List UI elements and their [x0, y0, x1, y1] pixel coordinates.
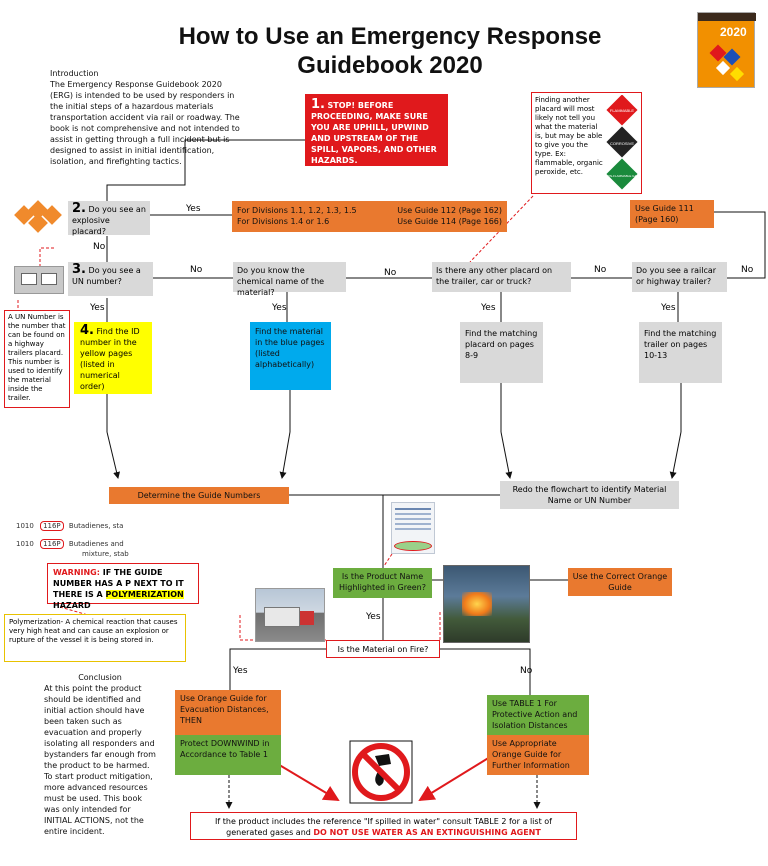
step1-text: STOP! BEFORE PROCEEDING, MAKE SURE YOU A…	[311, 101, 437, 165]
yes-label: Yes	[661, 303, 676, 313]
placard-note-text: Finding another placard will most likely…	[535, 96, 603, 176]
truck-accident-photo	[255, 588, 325, 642]
warning-text-1: IF THE GUIDE NUMBER HAS A P NEXT TO IT T…	[53, 568, 184, 599]
redo-flowchart-box: Redo the flowchart to identify Material …	[500, 481, 679, 509]
warning-text-2: HAZARD	[53, 601, 91, 610]
explosive-placard-icon	[14, 200, 62, 233]
title-line-1: How to Use an Emergency Response	[178, 23, 602, 50]
snippet-name-line2: mixture, stab	[82, 550, 129, 558]
guide-111-box: Use Guide 111 (Page 160)	[630, 200, 714, 228]
conclusion: Conclusion At this point the product sho…	[44, 672, 156, 837]
water-text: If the product includes the reference "I…	[215, 817, 552, 837]
step1-box: 1. STOP! BEFORE PROCEEDING, MAKE SURE YO…	[305, 94, 448, 166]
snippet-name: Butadienes, sta	[68, 522, 124, 530]
orange-guide-further-box: Use Appropriate Orange Guide for Further…	[487, 735, 589, 775]
guide-114-text: Use Guide 114 (Page 166)	[397, 217, 502, 226]
no-label: No	[741, 265, 754, 275]
step3-number: 3.	[72, 262, 86, 277]
snippet-row-2: 1010 116P Butadienes and	[16, 539, 124, 549]
step3-text: Do you see a UN number?	[72, 266, 141, 286]
title-line-2: Guidebook 2020	[297, 52, 483, 79]
polymer-note-text: Polymerization- A chemical reaction that…	[9, 618, 178, 644]
snippet-guide: 116P	[40, 521, 64, 531]
placard-label: NON-FLAMMABLE GAS	[605, 174, 638, 178]
green-highlight-question: Is the Product Name Highlighted in Green…	[333, 568, 432, 598]
cover-year: 2020	[720, 25, 747, 39]
erg-cover-image: 2020	[697, 12, 756, 88]
step4-number: 4.	[80, 323, 94, 338]
correct-orange-guide-box: Use the Correct Orange Guide	[568, 568, 672, 596]
guide-table-snippet: 1010 116P Butadienes, sta 1010 116P Buta…	[12, 513, 136, 563]
yes-label: Yes	[90, 303, 105, 313]
yes-label: Yes	[186, 204, 201, 214]
intro-body: The Emergency Response Guidebook 2020 (E…	[50, 80, 240, 166]
step3-box: 3. Do you see a UN number?	[68, 262, 153, 296]
trailer-pages-box: Find the matching trailer on pages 10-13	[639, 322, 722, 383]
no-water-extinguishing-icon	[349, 740, 413, 804]
polymerization-highlight: POLYMERIZATION	[105, 590, 184, 599]
evacuation-distance-box: Use Orange Guide for Evacuation Distance…	[175, 690, 281, 735]
division-1-4-text: For Divisions 1.4 or 1.6	[237, 217, 330, 226]
no-label: No	[93, 242, 106, 252]
guide-112-text: Use Guide 112 (Page 162)	[397, 206, 502, 215]
protect-downwind-box: Protect DOWNWIND in Accordance to Table …	[175, 735, 281, 775]
placard-label: CORROSIVE	[610, 141, 634, 146]
polymerization-note: Polymerization- A chemical reaction that…	[4, 614, 186, 662]
un-number-note: A UN Number is the number that can be fo…	[4, 310, 70, 408]
conclusion-heading: Conclusion	[78, 673, 122, 682]
snippet-guide: 116P	[40, 539, 64, 549]
step4-text: Find the ID number in the yellow pages (…	[80, 327, 140, 391]
warning-label: WARNING:	[53, 568, 100, 577]
other-placard-question: Is there any other placard on the traile…	[432, 262, 571, 292]
no-label: No	[190, 265, 203, 275]
step1-number: 1.	[311, 97, 325, 112]
placard-note-box: Finding another placard will most likely…	[531, 92, 642, 194]
introduction: Introduction The Emergency Response Guid…	[50, 68, 240, 167]
division-1-1-text: For Divisions 1.1, 1.2, 1.3, 1.5	[237, 206, 357, 215]
intro-heading: Introduction	[50, 69, 99, 78]
placard-pages-box: Find the matching placard on pages 8-9	[460, 322, 543, 383]
yes-label: Yes	[233, 666, 248, 676]
determine-guide-box: Determine the Guide Numbers	[109, 487, 289, 504]
no-label: No	[384, 268, 397, 278]
step4-box: 4. Find the ID number in the yellow page…	[74, 322, 152, 394]
guide-page-image	[391, 502, 435, 554]
conclusion-body: At this point the product should be iden…	[44, 684, 156, 836]
blue-pages-box: Find the material in the blue pages (lis…	[250, 322, 331, 390]
truck-placard-icon	[14, 266, 64, 294]
step2-number: 2.	[72, 201, 86, 216]
divisions-box: For Divisions 1.1, 1.2, 1.3, 1.5 Use Gui…	[232, 201, 507, 232]
cover-diamond-icons	[709, 44, 745, 82]
on-fire-question: Is the Material on Fire?	[326, 640, 440, 658]
no-label: No	[520, 666, 533, 676]
yes-label: Yes	[366, 612, 381, 622]
no-label: No	[594, 265, 607, 275]
page-title: How to Use an Emergency Response Guidebo…	[110, 22, 670, 80]
placard-label: FLAMMABLE	[610, 108, 635, 113]
snippet-row-1: 1010 116P Butadienes, sta	[16, 521, 124, 531]
hazard-placard-icons: FLAMMABLE CORROSIVE NON-FLAMMABLE GAS	[605, 95, 639, 190]
yes-label: Yes	[481, 303, 496, 313]
step2-box: 2. Do you see an explosive placard?	[68, 201, 150, 236]
spilled-in-water-note: If the product includes the reference "I…	[190, 812, 577, 840]
snippet-id: 1010	[16, 540, 34, 548]
polymerization-warning: WARNING: IF THE GUIDE NUMBER HAS A P NEX…	[47, 563, 199, 610]
step2-text: Do you see an explosive placard?	[72, 205, 146, 236]
table-1-box: Use TABLE 1 For Protective Action and Is…	[487, 695, 589, 735]
railcar-question: Do you see a railcar or highway trailer?	[632, 262, 727, 292]
snippet-name: Butadienes and	[68, 540, 124, 548]
un-note-text: A UN Number is the number that can be fo…	[8, 313, 66, 402]
snippet-id: 1010	[16, 522, 34, 530]
yes-label: Yes	[272, 303, 287, 313]
water-warning: DO NOT USE WATER AS AN EXTINGUISHING AGE…	[313, 828, 541, 837]
fire-accident-photo	[443, 565, 530, 643]
chemical-name-question: Do you know the chemical name of the mat…	[233, 262, 346, 297]
